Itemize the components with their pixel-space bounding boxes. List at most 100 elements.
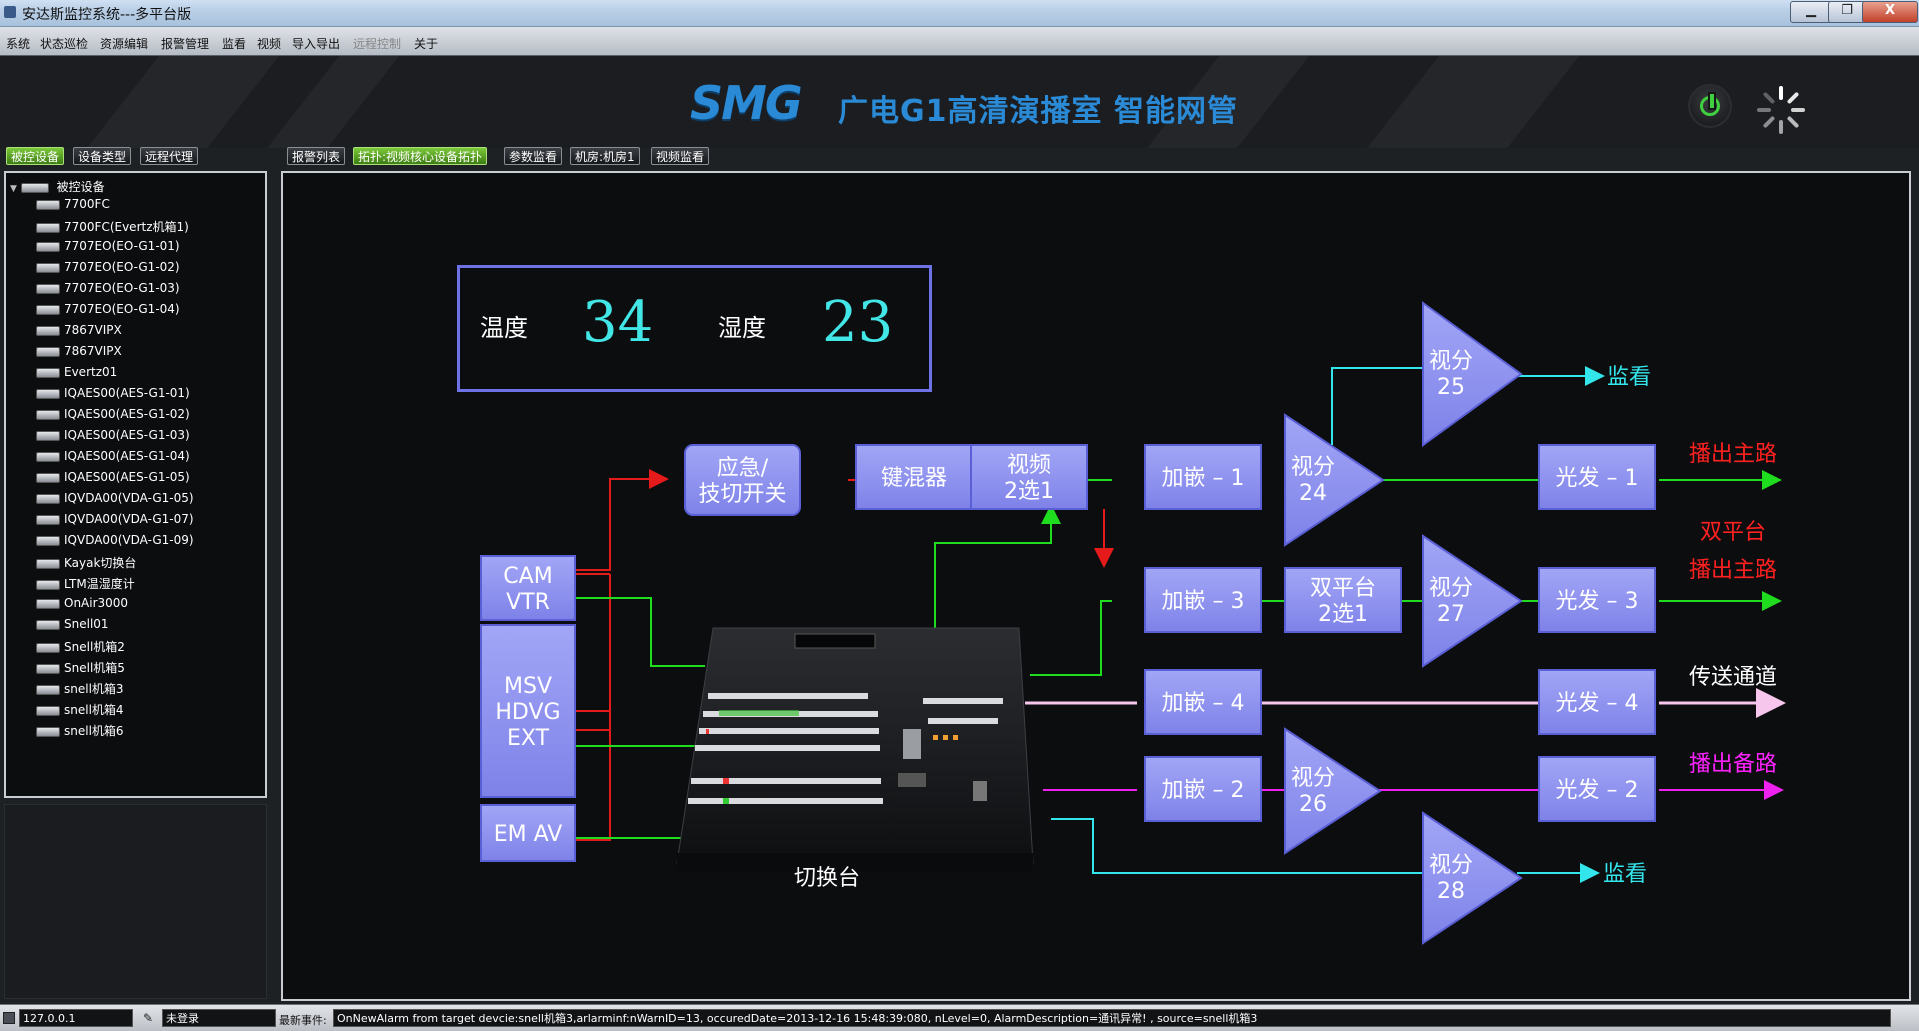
tree-item[interactable]: 7707EO(EO-G1-01): [36, 239, 180, 257]
environment-box: 温度 34 湿度 23: [457, 265, 932, 392]
menu-system[interactable]: 系统: [6, 37, 31, 51]
humidity-label: 湿度: [718, 314, 766, 342]
tree-item[interactable]: IQVDA00(VDA-G1-07): [36, 512, 194, 530]
tree-item[interactable]: IQAES00(AES-G1-02): [36, 407, 190, 425]
tree-item[interactable]: 7707EO(EO-G1-02): [36, 260, 180, 278]
network-icon: [3, 1012, 15, 1024]
node-emergency-label: 应急/: [717, 456, 769, 481]
node-tx1[interactable]: 光发 – 1: [1538, 444, 1656, 510]
tree-item-label: Snell机箱5: [64, 661, 125, 675]
node-emb4-label: 加嵌 – 4: [1162, 691, 1245, 716]
menu-resource-edit[interactable]: 资源编辑: [100, 37, 149, 51]
user-icon: ✎: [143, 1011, 154, 1025]
device-icon: [36, 598, 60, 609]
node-emb2-label: 加嵌 – 2: [1162, 778, 1245, 803]
menu-monitor[interactable]: 监看: [222, 37, 247, 51]
tree-item[interactable]: snell机箱6: [36, 722, 124, 740]
output-monitor-bottom: 监看: [1603, 862, 1647, 887]
node-emergency[interactable]: 应急/技切开关: [684, 444, 801, 516]
tree-item-label: 7867VIPX: [64, 323, 122, 337]
output-dual-platform-label: 双平台: [1700, 520, 1766, 545]
menu-remote-control: 远程控制: [353, 37, 402, 51]
node-video-sel-label: 视频: [1007, 453, 1051, 478]
node-emav-label: EM AV: [494, 822, 563, 847]
menu-alarm-manage[interactable]: 报警管理: [161, 37, 210, 51]
node-emb1[interactable]: 加嵌 – 1: [1144, 444, 1262, 510]
tree-item[interactable]: 7707EO(EO-G1-04): [36, 302, 180, 320]
tree-item[interactable]: Snell机箱5: [36, 659, 125, 677]
node-msv-label: EXT: [507, 726, 550, 751]
tab-topology[interactable]: 拓扑:视频核心设备拓扑: [353, 147, 488, 165]
tab-machine-room[interactable]: 机房:机房1: [570, 147, 640, 165]
maximize-button[interactable]: ❐: [1828, 1, 1866, 23]
tree-item[interactable]: LTM温湿度计: [36, 575, 135, 593]
device-icon: [36, 705, 60, 716]
tab-param-monitor[interactable]: 参数监看: [504, 147, 563, 165]
tree-item[interactable]: 7700FC: [36, 197, 110, 215]
tree-item[interactable]: Evertz01: [36, 365, 117, 383]
node-tx3[interactable]: 光发 – 3: [1538, 567, 1656, 633]
node-keyer[interactable]: 键混器: [855, 444, 973, 510]
tree-item-label: 7700FC: [64, 197, 110, 211]
tab-video-monitor[interactable]: 视频监看: [651, 147, 710, 165]
node-cam-vtr-label: VTR: [506, 590, 550, 615]
tree-item[interactable]: OnAir3000: [36, 596, 128, 614]
tree-item[interactable]: Snell机箱2: [36, 638, 125, 656]
tree-item[interactable]: snell机箱4: [36, 701, 124, 719]
menu-status-inspect[interactable]: 状态巡检: [40, 37, 89, 51]
device-icon: [36, 367, 60, 378]
minimize-button[interactable]: ▁: [1790, 1, 1832, 23]
tree-item[interactable]: IQAES00(AES-G1-04): [36, 449, 190, 467]
tree-item[interactable]: IQVDA00(VDA-G1-05): [36, 491, 194, 509]
tree-item[interactable]: IQVDA00(VDA-G1-09): [36, 533, 194, 551]
tree-item-label: IQAES00(AES-G1-01): [64, 386, 190, 400]
node-emb4[interactable]: 加嵌 – 4: [1144, 669, 1262, 735]
tree-item-label: Snell机箱2: [64, 640, 125, 654]
tree-item[interactable]: 7867VIPX: [36, 344, 122, 362]
close-button[interactable]: X: [1862, 1, 1918, 23]
expand-icon[interactable]: ▼: [10, 184, 17, 194]
tree-root[interactable]: ▼ 被控设备: [10, 178, 105, 195]
node-tx2[interactable]: 光发 – 2: [1538, 756, 1656, 822]
tab-remote-agent[interactable]: 远程代理: [140, 147, 199, 165]
tree-item-label: snell机箱6: [64, 724, 124, 738]
tab-alarm-list[interactable]: 报警列表: [287, 147, 346, 165]
tree-item[interactable]: 7700FC(Evertz机箱1): [36, 218, 189, 236]
tree-item[interactable]: Kayak切换台: [36, 554, 136, 572]
power-icon[interactable]: [1688, 84, 1732, 128]
tree-item[interactable]: 7707EO(EO-G1-03): [36, 281, 180, 299]
tree-item[interactable]: IQAES00(AES-G1-01): [36, 386, 190, 404]
device-icon: [36, 388, 60, 399]
node-tx4[interactable]: 光发 – 4: [1538, 669, 1656, 735]
output-backup-broadcast: 播出备路: [1689, 752, 1777, 777]
device-tree-panel: ▼ 被控设备 7700FC 7700FC(Evertz机箱1) 7707EO(EO-…: [4, 171, 267, 798]
node-emav[interactable]: EM AV: [480, 804, 576, 862]
menu-import-export[interactable]: 导入导出: [292, 37, 341, 51]
menu-about[interactable]: 关于: [414, 37, 439, 51]
menu-video[interactable]: 视频: [257, 37, 282, 51]
tree-item-label: 7700FC(Evertz机箱1): [64, 220, 189, 234]
node-emb3[interactable]: 加嵌 – 3: [1144, 567, 1262, 633]
device-icon: [36, 304, 60, 315]
tree-item-label: snell机箱4: [64, 703, 124, 717]
tab-device-types[interactable]: 设备类型: [73, 147, 132, 165]
tree-item[interactable]: IQAES00(AES-G1-03): [36, 428, 190, 446]
tab-controlled-devices[interactable]: 被控设备: [6, 147, 65, 165]
node-emb2[interactable]: 加嵌 – 2: [1144, 756, 1262, 822]
title-bar: 安达斯监控系统---多平台版 ▁ ❐ X: [0, 0, 1919, 27]
tree-item[interactable]: snell机箱3: [36, 680, 124, 698]
tree-item[interactable]: IQAES00(AES-G1-05): [36, 470, 190, 488]
tree-item[interactable]: Snell01: [36, 617, 109, 635]
tree-item[interactable]: 7867VIPX: [36, 323, 122, 341]
device-icon: [36, 451, 60, 462]
